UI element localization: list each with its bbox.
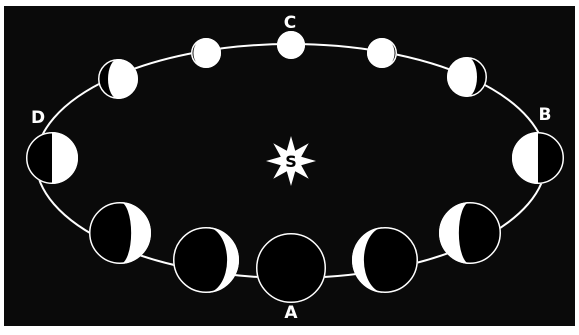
phase-b bbox=[512, 132, 564, 184]
phase-lower-left bbox=[89, 202, 151, 264]
phase-upper-left bbox=[98, 59, 138, 99]
label-b: B bbox=[539, 105, 552, 125]
phase-a-left bbox=[173, 227, 239, 293]
phase-c-right bbox=[367, 38, 397, 68]
phase-a bbox=[256, 233, 326, 303]
phase-a-right bbox=[352, 227, 418, 293]
phase-lower-right bbox=[439, 202, 501, 264]
label-d: D bbox=[31, 108, 45, 128]
phase-upper-right bbox=[447, 57, 487, 97]
phase-c bbox=[277, 31, 305, 59]
phase-d bbox=[26, 132, 78, 184]
label-c: C bbox=[284, 13, 296, 33]
phase-c-left bbox=[191, 38, 221, 68]
sun-label: S bbox=[285, 152, 297, 171]
label-a: A bbox=[284, 303, 298, 323]
